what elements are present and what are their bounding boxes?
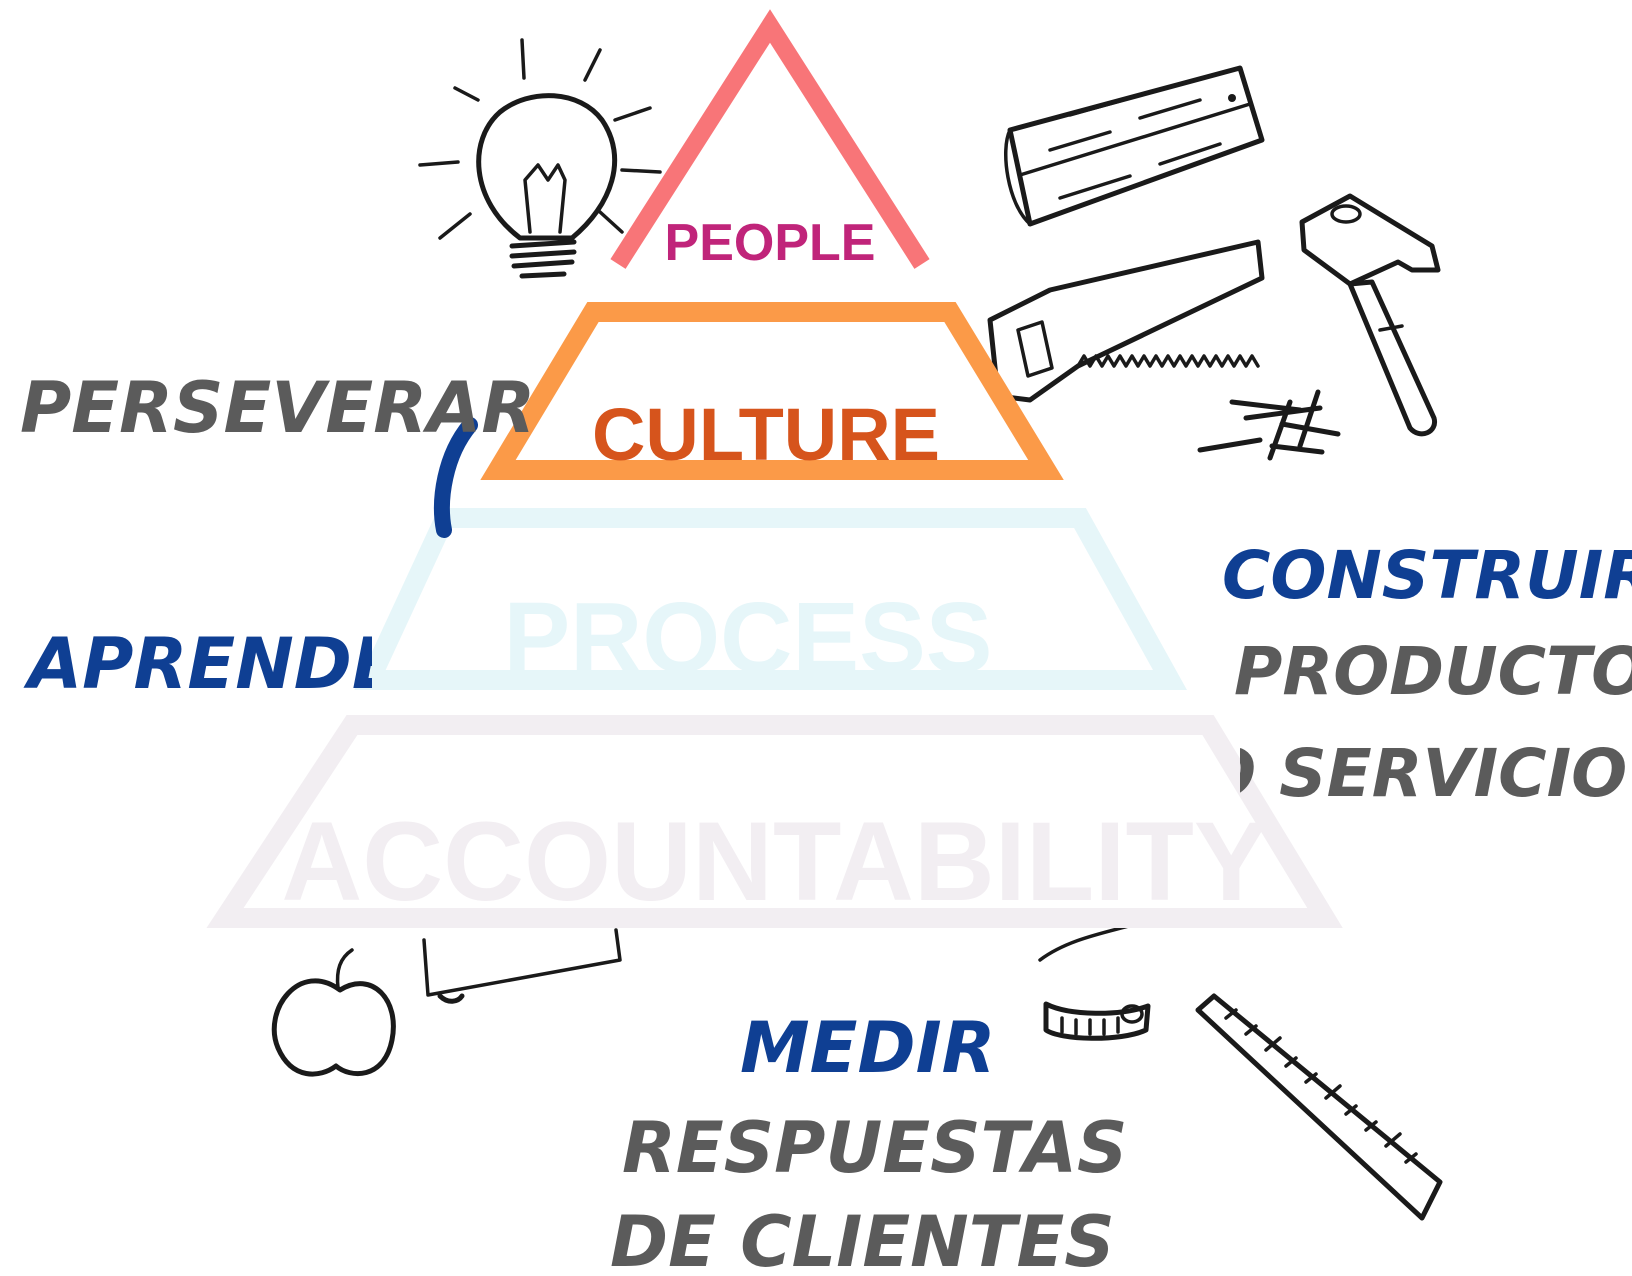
construir-line2: O SERVICIO xyxy=(1200,735,1627,812)
label-aprender-text: APRENDER xyxy=(23,623,454,705)
hammer-icon xyxy=(1299,193,1441,437)
label-medir: MEDIR RESPUESTAS DE CLIENTES xyxy=(610,1007,1127,1276)
label-perseverar: PERSEVERAR xyxy=(20,367,535,449)
apple-icon xyxy=(271,948,396,1077)
loop-arrow-fragment xyxy=(434,417,478,538)
measuring-tape-icon xyxy=(1038,908,1172,1041)
construir-line1: PRODUCTO xyxy=(1234,633,1632,710)
nails-icon xyxy=(1197,389,1341,461)
pyramid-tier-culture: CULTURE xyxy=(480,302,1064,480)
tier-label-culture: CULTURE xyxy=(592,393,940,476)
label-construir: CONSTRUIR PRODUCTO O SERVICIO xyxy=(1200,537,1632,812)
medir-line2: DE CLIENTES xyxy=(610,1201,1115,1276)
medir-line1: RESPUESTAS xyxy=(622,1107,1127,1189)
lightbulb-icon xyxy=(418,38,662,279)
pyramid-tier-accountability: ACCOUNTABILITY xyxy=(206,715,1343,928)
pyramid-tier-people: PEOPLE xyxy=(610,9,930,272)
tier-label-process: PROCESS xyxy=(503,582,992,694)
construir-heading: CONSTRUIR xyxy=(1222,537,1632,614)
medir-heading: MEDIR xyxy=(740,1007,996,1089)
tier-label-accountability: ACCOUNTABILITY xyxy=(281,799,1268,924)
saw-icon xyxy=(987,239,1265,403)
pyramid-tier-process: PROCESS xyxy=(354,508,1187,694)
tier-label-people: PEOPLE xyxy=(665,214,876,272)
wood-plank-icon xyxy=(1004,65,1265,227)
notebook-icon xyxy=(422,928,622,1004)
ruler-icon xyxy=(1195,993,1443,1221)
label-aprender: APRENDER xyxy=(23,623,454,705)
